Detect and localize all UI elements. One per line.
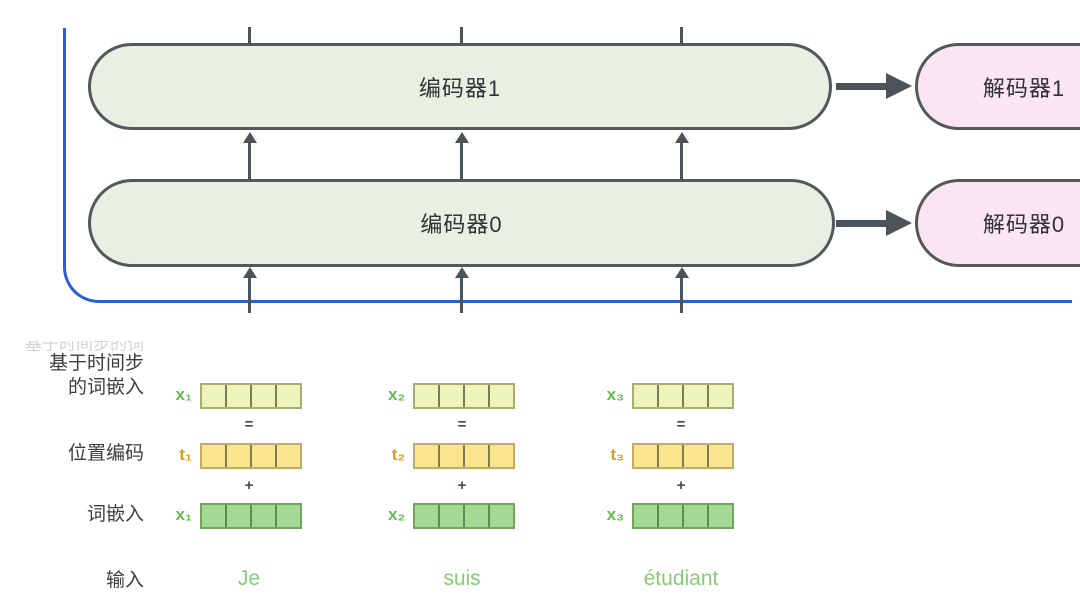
decoder-0-box: 解码器0 (915, 179, 1080, 267)
input-word-2: suis (443, 567, 481, 590)
position-vector-label-2: t₂ (391, 445, 405, 464)
input-word-1: Je (237, 567, 261, 590)
timestep-embedding-row-label: 基于时间步 的词嵌入 (48, 353, 144, 398)
embedding-vector-1 (200, 503, 302, 529)
position-vector-2 (413, 443, 515, 469)
arrow-up-icon (243, 267, 257, 278)
arrow-up-icon (675, 132, 689, 143)
arrow-up-stem (460, 142, 463, 179)
timestep-vector-label-2: x₂ (387, 385, 405, 404)
arrow-up-stem (248, 277, 251, 313)
plus-operator: + (676, 477, 686, 494)
position-vector-label-1: t₁ (179, 445, 192, 464)
positional-encoding-row-label: 位置编码 (67, 443, 144, 464)
arrow-up-stub (680, 27, 683, 44)
embedding-vector-3 (632, 503, 734, 529)
encoder1-to-decoder1-arrow-head (886, 73, 912, 99)
position-vector-1 (200, 443, 302, 469)
arrow-up-icon (675, 267, 689, 278)
plus-operator: + (457, 477, 467, 494)
word-embedding-row-label: 词嵌入 (86, 504, 144, 525)
embedding-vector-label-1: x₁ (175, 505, 193, 524)
equals-operator: = (676, 416, 686, 433)
timestep-vector-2 (413, 383, 515, 409)
position-vector-label-3: t₃ (610, 445, 624, 464)
timestep-vector-3 (632, 383, 734, 409)
encoder-0-box: 编码器0 (88, 179, 835, 267)
decoder-1-box: 解码器1 (915, 43, 1080, 130)
arrow-up-icon (455, 267, 469, 278)
arrow-up-icon (455, 132, 469, 143)
encoder-1-box: 编码器1 (88, 43, 832, 130)
arrow-up-stem (248, 142, 251, 179)
position-vector-3 (632, 443, 734, 469)
encoder0-to-decoder0-arrow-head (886, 210, 912, 236)
arrow-up-stem (680, 142, 683, 179)
input-path-line (63, 28, 1072, 303)
decoder-1-label: 解码器1 (982, 75, 1066, 101)
embedding-vector-2 (413, 503, 515, 529)
equals-operator: = (244, 416, 254, 433)
encoder1-to-decoder1-arrow-shaft (836, 83, 888, 90)
timestep-vector-1 (200, 383, 302, 409)
encoder-1-label: 编码器1 (418, 75, 502, 101)
embedding-vector-label-2: x₂ (387, 505, 405, 524)
embedding-vector-label-3: x₃ (606, 505, 624, 524)
arrow-up-stub (248, 27, 251, 44)
encoder-0-label: 编码器0 (420, 212, 503, 237)
equals-operator: = (457, 416, 467, 433)
encoder0-to-decoder0-arrow-shaft (836, 220, 888, 227)
input-word-3: étudiant (643, 567, 719, 590)
decoder-0-label: 解码器0 (982, 212, 1066, 237)
input-row-label: 输入 (105, 570, 144, 591)
arrow-up-stub (460, 27, 463, 44)
arrow-up-stem (460, 277, 463, 313)
plus-operator: + (244, 477, 254, 494)
arrow-up-stem (680, 277, 683, 313)
timestep-vector-label-3: x₃ (606, 385, 624, 404)
timestep-vector-label-1: x₁ (175, 385, 193, 404)
arrow-up-icon (243, 132, 257, 143)
